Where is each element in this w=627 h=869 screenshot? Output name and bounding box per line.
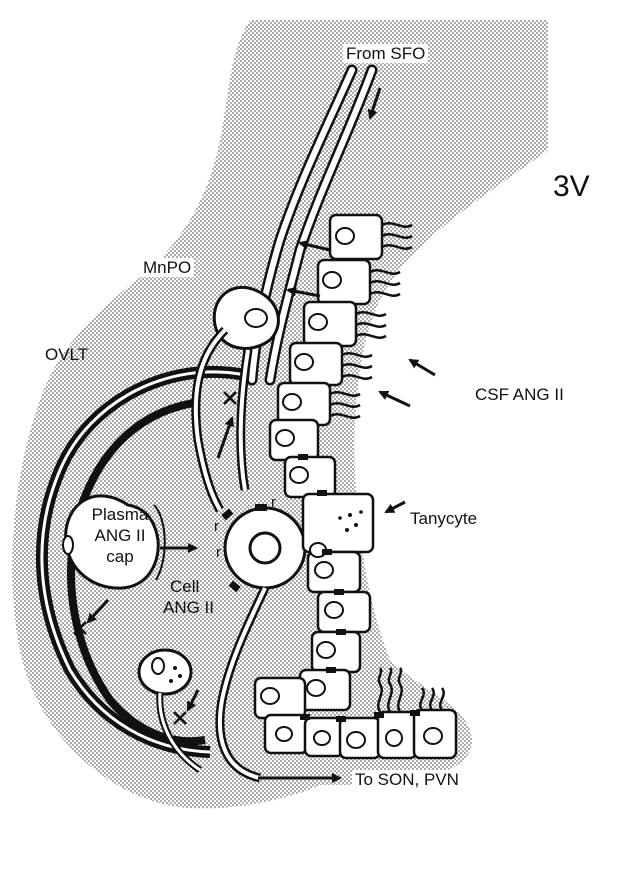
cell-ang-ii-label: ANG II <box>163 599 214 616</box>
third-ventricle-label: 3V <box>553 172 590 202</box>
cell-label: Cell <box>170 578 199 595</box>
plasma-cap-label: cap <box>80 548 160 565</box>
csf-ang-ii-label: CSF ANG II <box>475 386 564 403</box>
receptor-marker: r <box>214 519 219 534</box>
ovlt-label: OVLT <box>45 346 88 363</box>
from-sfo-label: From SFO <box>343 44 428 63</box>
receptor-marker: r <box>216 545 221 560</box>
plasma-ang-ii-label: ANG II <box>80 527 160 544</box>
to-son-pvn-label: To SON, PVN <box>352 770 462 789</box>
plasma-label: Plasma <box>80 506 160 523</box>
mnpo-label: MnPO <box>140 258 194 277</box>
receptor-marker: r <box>271 495 276 510</box>
tanycyte-label: Tanycyte <box>410 510 477 527</box>
